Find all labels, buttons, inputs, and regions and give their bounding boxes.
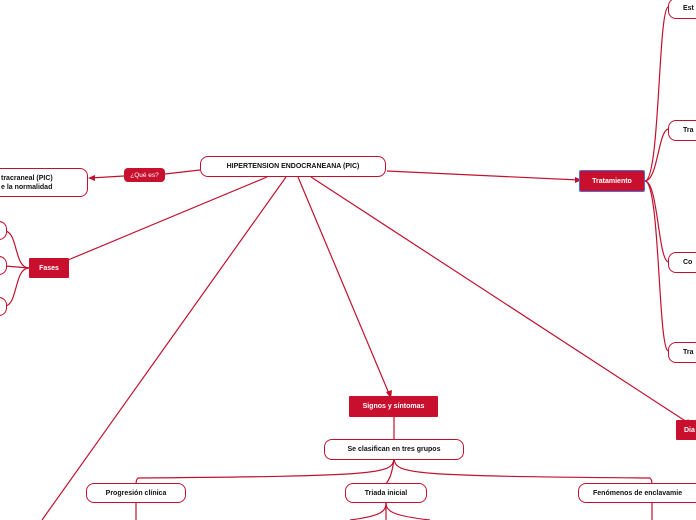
group-progresion-node[interactable]: Progresión clínica	[86, 483, 186, 503]
signos-node[interactable]: Signos y síntomas	[349, 396, 438, 417]
tratamiento-child-1[interactable]: Est	[668, 0, 696, 19]
fases-node[interactable]: Fases	[29, 258, 69, 278]
definition-line-2: e la normalidad	[1, 183, 53, 191]
connector-root-lower-left	[41, 176, 287, 520]
connector-clasifican-fenomenos	[393, 458, 653, 485]
connector-tratamiento-child-2	[644, 128, 669, 182]
connector-clasifican-triada	[385, 458, 395, 485]
connector-tratamiento-child-3	[644, 180, 669, 263]
connector-tag-definition	[89, 175, 125, 179]
group-triada-node[interactable]: Triada inicial	[345, 483, 427, 503]
connector-fases-child-1	[4, 230, 30, 269]
clasifican-node[interactable]: Se clasifican en tres grupos	[324, 439, 464, 460]
tratamiento-child-4[interactable]: Tra	[668, 342, 696, 363]
group-fenomenos-node[interactable]: Fenómenos de enclavamie	[578, 483, 696, 503]
connector-root-definition	[164, 169, 201, 175]
definition-line-1: tracraneal (PIC)	[1, 174, 53, 182]
tratamiento-child-3[interactable]: Co	[668, 252, 696, 273]
connector-root-tratamiento	[386, 170, 580, 181]
connector-fases-child-2	[4, 265, 30, 269]
connector-clasifican-groups	[135, 458, 395, 485]
diagnostico-node[interactable]: Dia	[676, 420, 696, 440]
tratamiento-node[interactable]: Tratamiento	[579, 170, 645, 192]
connector-root-signos	[297, 176, 391, 397]
connector-root-diagnostico	[310, 176, 691, 425]
definition-node[interactable]: tracraneal (PIC) e la normalidad	[0, 168, 88, 197]
connector-fases-child-3	[4, 267, 30, 307]
definition-connector-label[interactable]: ¿Qué es?	[124, 168, 165, 182]
connector-triada-down	[349, 502, 387, 520]
tratamiento-child-2[interactable]: Tra	[668, 120, 696, 141]
connector-tratamiento-child-1	[644, 6, 669, 182]
root-node[interactable]: HIPERTENSION ENDOCRANEANA (PIC)	[200, 156, 386, 177]
arrow-tratamiento	[575, 177, 582, 183]
connector-triada-down-3	[385, 502, 431, 520]
connector-root-fases	[67, 176, 268, 261]
connector-tratamiento-child-4	[644, 180, 669, 352]
arrow-definition	[88, 175, 95, 181]
